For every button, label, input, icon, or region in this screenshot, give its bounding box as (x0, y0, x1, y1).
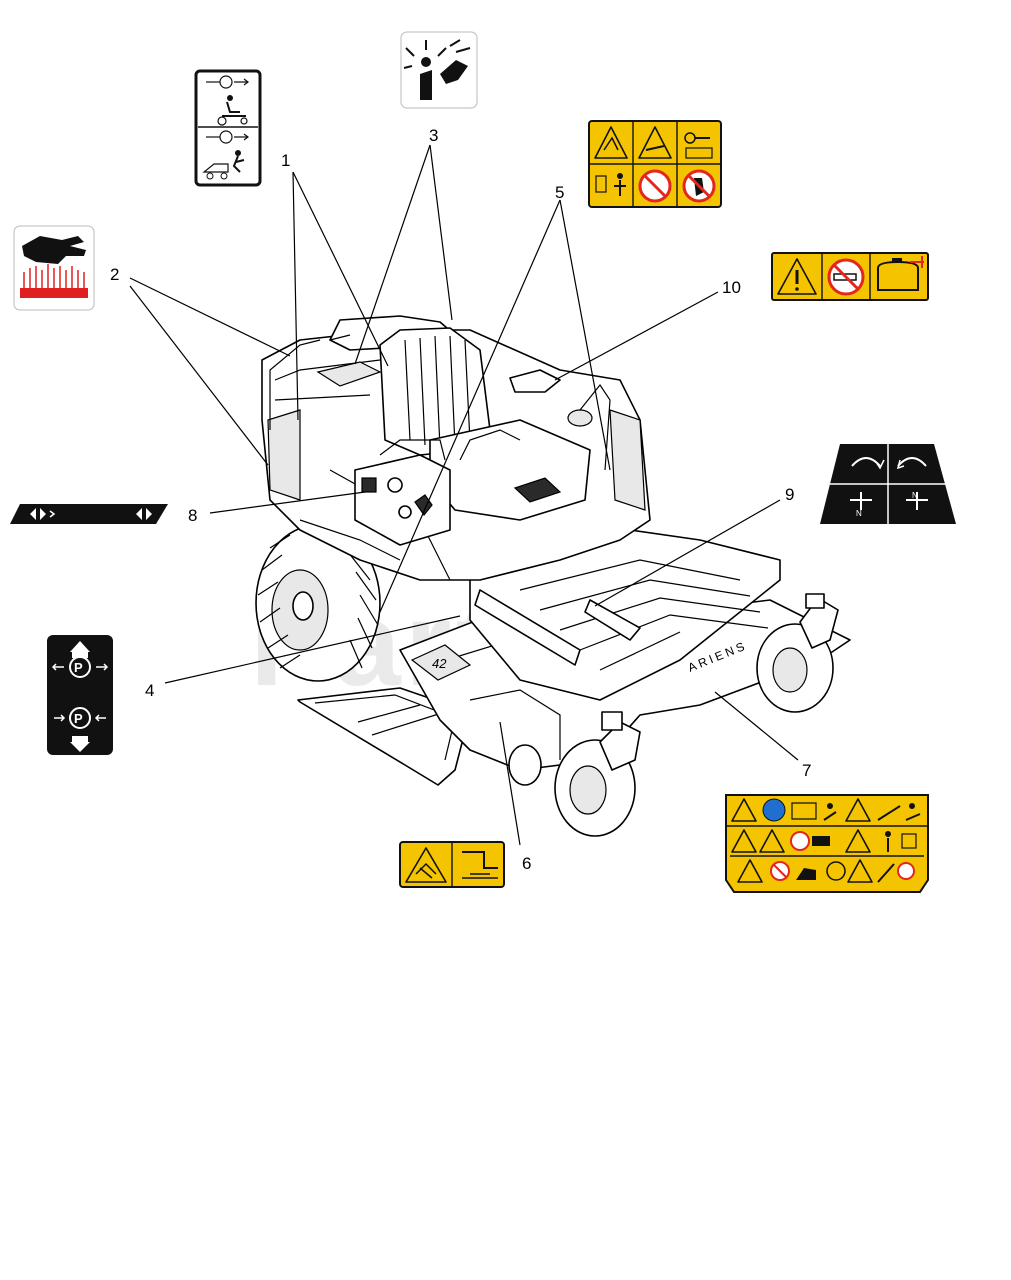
motion-control-neutral-decal-icon: N N (820, 444, 956, 524)
callout-4: 4 (145, 681, 154, 700)
fuel-cap-area (509, 369, 561, 393)
deck-badge (410, 644, 472, 681)
compressed-spring-hazard-decal-icon (400, 31, 478, 109)
callout-3: 3 (429, 126, 438, 145)
parking-brake-decal-icon: P P (47, 635, 113, 755)
callout-7: 7 (802, 761, 811, 780)
callout-2: 2 (110, 265, 119, 284)
discharge-chute (297, 687, 471, 786)
warning-multi-panel-decal-icon (588, 120, 722, 208)
callout-9: 9 (785, 485, 794, 504)
callout-8: 8 (188, 506, 197, 525)
callout-1: 1 (281, 151, 290, 170)
svg-text:P: P (74, 711, 83, 726)
leader-lines (129, 144, 799, 846)
deck-size-label: 42 (432, 656, 447, 671)
mower-illustration: 42 ARIENS (255, 315, 851, 837)
fuel-no-smoking-decal-icon (771, 252, 929, 301)
callout-10: 10 (722, 278, 741, 297)
svg-text:P: P (74, 660, 83, 675)
callout-6: 6 (522, 854, 531, 873)
svg-text:N: N (856, 509, 862, 518)
hot-surface-hand-burn-decal-icon (13, 225, 95, 311)
safety-instructions-decal-icon (725, 794, 929, 893)
svg-text:N: N (912, 491, 918, 500)
rear-panel (316, 361, 382, 387)
blade-hazard-decal-icon (399, 841, 505, 888)
steering-direction-decal-icon (10, 504, 168, 524)
mower-dismount-reverse-decal-icon (194, 69, 262, 187)
anti-scalp-roller (508, 744, 542, 786)
control-console (354, 454, 451, 546)
callout-numbers: 1 2 3 4 5 6 7 8 9 10 (110, 126, 811, 873)
callout-5: 5 (555, 183, 564, 202)
